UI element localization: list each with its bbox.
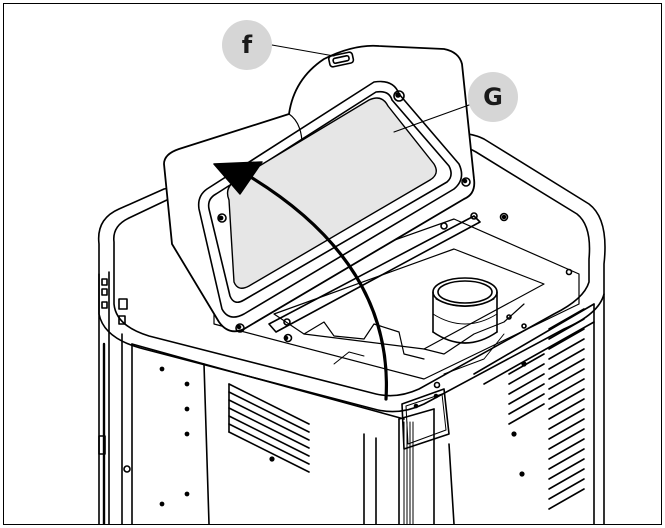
exhaust-pipe bbox=[432, 277, 498, 344]
callout-g-label: G bbox=[483, 83, 503, 111]
leader-line-g bbox=[393, 104, 470, 133]
callout-g-badge bbox=[468, 72, 518, 122]
stove-top-diagram: f G bbox=[97, 20, 606, 524]
top-inner-cavity bbox=[213, 212, 580, 389]
lid-glass-window bbox=[197, 80, 471, 333]
leader-line-f bbox=[271, 44, 335, 57]
callout-f-label: f bbox=[242, 31, 253, 59]
diagram-frame: f G bbox=[3, 3, 662, 525]
front-face-panel bbox=[131, 343, 455, 524]
right-side-panel bbox=[473, 293, 605, 524]
callout-g: G bbox=[468, 72, 518, 122]
callout-f-badge bbox=[222, 20, 272, 70]
front-cover-plate bbox=[398, 388, 450, 524]
curved-open-arrow-icon bbox=[213, 161, 389, 401]
left-body-panel bbox=[98, 271, 190, 524]
callout-f: f bbox=[222, 20, 272, 70]
